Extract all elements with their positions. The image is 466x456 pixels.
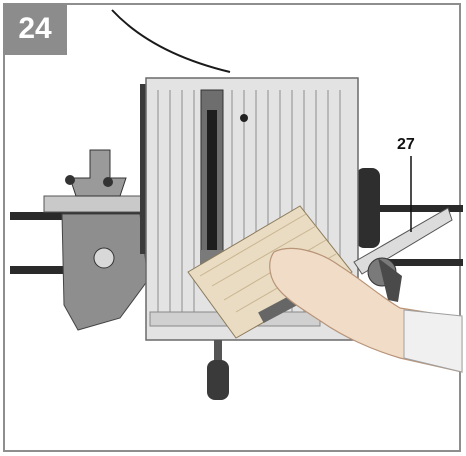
- miter-knob-handle-left: [65, 175, 75, 185]
- callout-label-27: 27: [397, 136, 415, 153]
- front-knob-stem: [214, 340, 222, 362]
- miter-dial: [93, 247, 115, 269]
- table-screw: [240, 114, 248, 122]
- miter-knob-handle-right: [103, 177, 113, 187]
- front-knob: [207, 360, 229, 400]
- rail-right-top: [370, 205, 463, 212]
- miter-gauge-bar: [353, 207, 453, 275]
- riving-knife-slot: [207, 110, 217, 260]
- rail-left-bottom: [10, 266, 80, 274]
- miter-base: [61, 213, 149, 331]
- miter-gauge-handle: [378, 258, 402, 302]
- motor-housing-right: [356, 168, 380, 248]
- figure-number-badge: 24: [3, 3, 67, 55]
- power-cable: [111, 9, 231, 73]
- sleeve: [403, 309, 463, 373]
- extension-arm: [43, 195, 155, 213]
- miter-knob: [69, 149, 127, 197]
- rail-right-bottom: [380, 259, 463, 266]
